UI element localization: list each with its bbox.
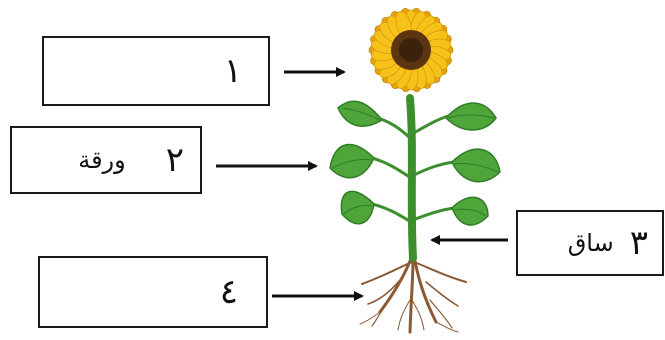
flower-head — [368, 7, 454, 93]
leaf — [340, 190, 375, 225]
label-number: ٢ — [165, 140, 184, 180]
flower-center-inner — [399, 38, 423, 62]
leaves — [329, 100, 501, 226]
stem — [406, 94, 417, 262]
label-number: ٣ — [629, 223, 648, 263]
label-number: ٤ — [219, 272, 238, 312]
leaf — [451, 196, 489, 226]
label-box-root: ٤ — [38, 256, 268, 328]
label-box-stem: ساق ٣ — [516, 210, 664, 276]
label-box-leaf: ورقة ٢ — [10, 126, 202, 194]
leaf — [444, 102, 497, 131]
roots — [359, 254, 467, 334]
label-text: ورقة — [78, 146, 126, 174]
label-number: ١ — [223, 51, 242, 91]
label-box-flower: ١ — [42, 36, 270, 106]
leaf — [337, 100, 384, 127]
label-text: ساق — [567, 229, 614, 257]
